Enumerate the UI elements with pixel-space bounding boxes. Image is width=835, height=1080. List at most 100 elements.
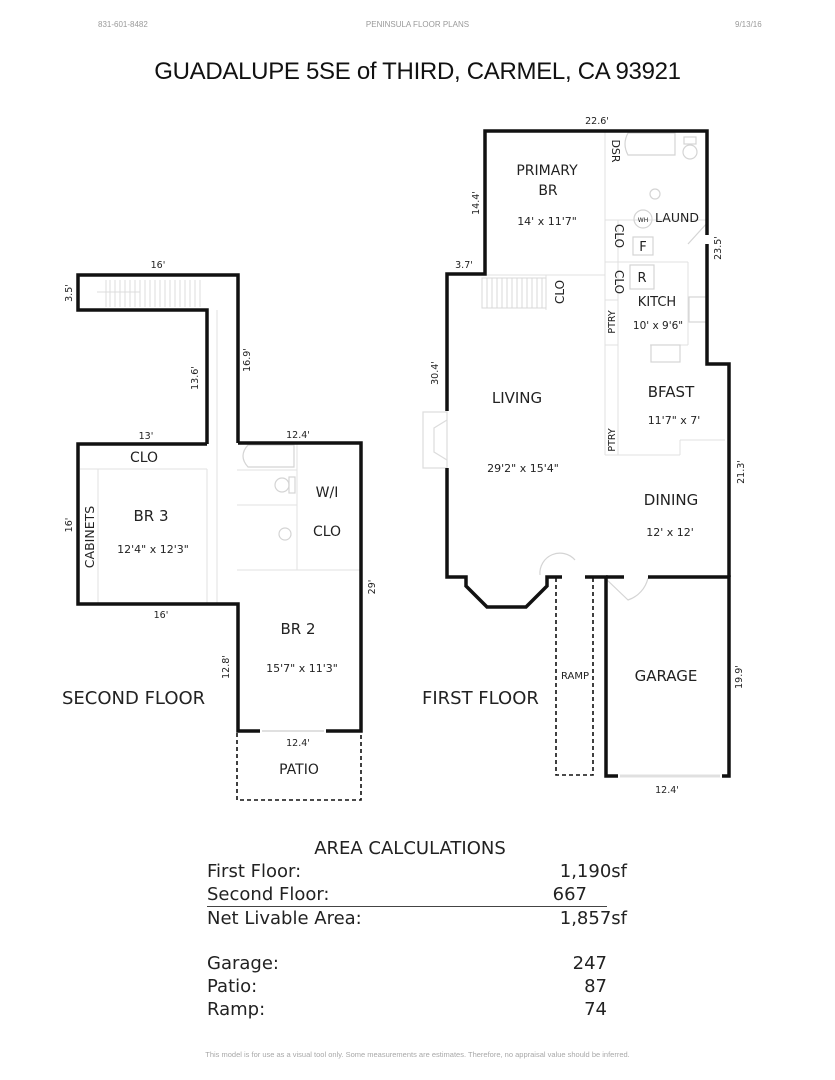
first-floor-partitions <box>449 131 725 456</box>
area-row-patio: Patio: 87 <box>207 975 627 998</box>
dim-hall-vertical: 16.9' <box>242 348 253 372</box>
cooktop-icon <box>650 344 681 363</box>
fridge-box <box>632 236 654 256</box>
area-value: 667 <box>552 884 587 905</box>
area-label: Patio: <box>207 976 258 997</box>
dim-right-lower: 21.3' <box>736 460 747 484</box>
dim-step: 3.7' <box>455 260 473 271</box>
garage-door-swing <box>604 577 649 601</box>
area-title: AREA CALCULATIONS <box>314 838 506 859</box>
kitchen-sink-icon <box>688 296 708 323</box>
room-dsr: DSR <box>609 139 622 162</box>
room-clo-3: CLO <box>553 280 567 304</box>
dim-top: 22.6' <box>585 116 609 127</box>
sink-icon <box>649 188 661 200</box>
area-row-garage: Garage: 247 <box>207 952 627 975</box>
first-floor-walls <box>445 129 731 778</box>
room-bfast-size: 11'7" x 7' <box>648 414 701 427</box>
area-label: Garage: <box>207 953 279 974</box>
ramp-outline <box>555 578 594 776</box>
area-value: 87 <box>584 976 607 997</box>
area-value: 1,190sf <box>559 861 627 882</box>
entry-door-swing <box>539 552 576 576</box>
bathroom-fixtures <box>242 444 296 541</box>
room-patio: PATIO <box>279 762 319 778</box>
second-floor-label: SECOND FLOOR <box>62 688 206 709</box>
room-ptry-2: PTRY <box>607 428 618 452</box>
dim-patio-top: 12.4' <box>286 738 310 749</box>
dim-primary-left: 14.4' <box>471 191 482 215</box>
header-date: 9/13/16 <box>735 20 762 29</box>
patio-outline <box>236 733 362 801</box>
second-floor-dimensions: 16' 3.5' 13.6' 16.9' 13' 12.4' 16' 16' 2… <box>64 260 378 749</box>
first-floor-dimensions: 22.6' 14.4' 3.7' 23.5' 30.4' 21.3' 19.9'… <box>430 116 747 796</box>
room-living-size: 29'2" x 15'4" <box>487 462 559 475</box>
toilet-icon <box>682 144 698 160</box>
first-floor-plan: 22.6' 14.4' 3.7' 23.5' 30.4' 21.3' 19.9'… <box>422 116 747 796</box>
area-value: 74 <box>584 999 607 1020</box>
room-br2-name: BR 2 <box>280 620 315 638</box>
room-br2-size: 15'7" x 11'3" <box>266 662 338 675</box>
stairs-icon <box>97 280 201 307</box>
area-row-net-livable: Net Livable Area: 1,857sf <box>207 907 627 930</box>
stairs-icon <box>481 277 547 309</box>
interior-partitions <box>80 310 360 603</box>
room-clo-2: CLO <box>612 270 626 294</box>
area-row-ramp: Ramp: 74 <box>207 998 627 1021</box>
dim-br3-left: 16' <box>64 518 75 533</box>
room-clo-1: CLO <box>612 224 626 248</box>
range-box <box>629 264 655 290</box>
area-label: Ramp: <box>207 999 266 1020</box>
area-label: Second Floor: <box>207 884 330 905</box>
dim-inner-vertical: 13.6' <box>190 366 201 390</box>
room-br3-name: BR 3 <box>133 507 168 525</box>
second-floor-walls <box>76 273 363 733</box>
dim-stair-left: 3.5' <box>64 284 75 302</box>
toilet-icon <box>274 477 290 493</box>
second-floor-rooms: CLO CABINETS BR 3 12'4" x 12'3" W/I CLO … <box>82 450 341 778</box>
room-laund: LAUND <box>655 210 699 225</box>
dim-garage-right: 19.9' <box>734 665 745 689</box>
dim-right-side: 29' <box>367 580 378 595</box>
room-dining-size: 12' x 12' <box>646 526 694 539</box>
room-living-name: LIVING <box>492 389 542 407</box>
page-title: GUADALUPE 5SE of THIRD, CARMEL, CA 93921 <box>154 58 681 85</box>
dim-garage-bottom: 12.4' <box>655 785 679 796</box>
room-primary-line1: PRIMARY <box>516 163 578 179</box>
area-calculations: AREA CALCULATIONS First Floor: 1,190sf S… <box>207 838 627 1021</box>
room-ptry-1: PTRY <box>607 310 618 334</box>
room-kitch-name: KITCH <box>638 295 676 310</box>
area-value: 247 <box>572 953 607 974</box>
area-value: 1,857sf <box>559 908 627 929</box>
area-row-second-floor: Second Floor: 667 <box>207 883 607 907</box>
laundry-door-swing <box>687 221 709 245</box>
dim-br3-top: 13' <box>139 431 154 442</box>
room-br3-size: 12'4" x 12'3" <box>117 543 189 556</box>
room-ramp: RAMP <box>561 671 589 682</box>
dim-top-stair: 16' <box>151 260 166 271</box>
room-wi-clo: CLO <box>313 524 341 540</box>
room-wh: WH <box>638 217 648 224</box>
dim-living-left: 30.4' <box>430 361 441 385</box>
room-cabinets: CABINETS <box>82 506 97 568</box>
area-row-first-floor: First Floor: 1,190sf <box>207 860 627 883</box>
sink-icon <box>278 527 292 541</box>
room-garage: GARAGE <box>635 667 698 685</box>
area-label: Net Livable Area: <box>207 908 362 929</box>
second-floor-plan: 16' 3.5' 13.6' 16.9' 13' 12.4' 16' 16' 2… <box>64 260 378 801</box>
room-dining-name: DINING <box>644 491 698 509</box>
fireplace-icon <box>422 411 448 469</box>
first-floor-rooms: PRIMARY BR 14' x 11'7" DSR LAUND WH CLO … <box>487 139 700 685</box>
header-phone: 831-601-8482 <box>98 20 148 29</box>
area-label: First Floor: <box>207 861 302 882</box>
dim-br3-bottom: 16' <box>154 610 169 621</box>
disclaimer: This model is for use as a visual tool o… <box>205 1050 630 1059</box>
room-bfast-name: BFAST <box>648 383 695 401</box>
room-wi: W/I <box>316 485 339 501</box>
first-floor-label: FIRST FLOOR <box>422 688 539 709</box>
room-primary-line2: BR <box>538 183 558 199</box>
range-label: R <box>637 271 646 286</box>
water-heater-icon <box>633 209 653 229</box>
dim-bath-top: 12.4' <box>286 430 310 441</box>
